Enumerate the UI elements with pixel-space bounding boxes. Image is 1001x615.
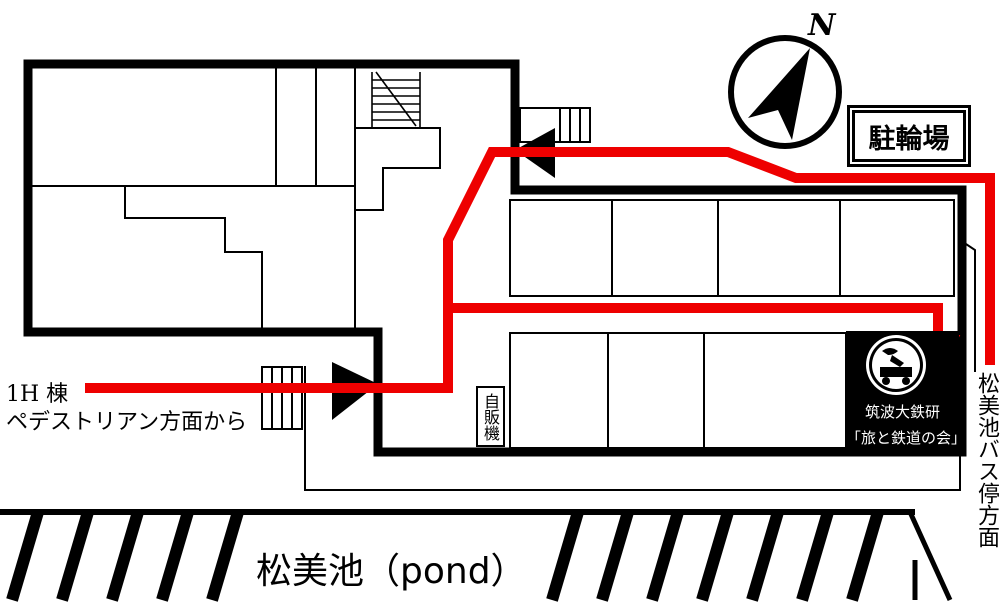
interior-partitions xyxy=(28,64,441,330)
origin-label-direction: ペデストリアン方面から xyxy=(6,410,248,435)
club-name: 筑波大鉄研 xyxy=(864,403,940,421)
club-room: 筑波大鉄研 「旅と鉄道の会」 xyxy=(846,331,967,454)
route xyxy=(85,147,995,393)
club-subtitle: 「旅と鉄道の会」 xyxy=(846,429,967,447)
east-steps xyxy=(519,107,591,143)
pond-label: 松美池（pond） xyxy=(248,546,535,598)
staircase xyxy=(371,71,421,128)
north-label: N xyxy=(808,8,836,43)
bicycle-parking-label: 駐輪場 xyxy=(852,110,966,162)
club-logo-icon xyxy=(866,335,926,395)
west-steps xyxy=(261,366,303,430)
origin-label-building: 1H 棟 xyxy=(6,382,69,407)
north-compass-icon xyxy=(728,35,842,149)
vending-machine-label: 自販機 xyxy=(476,386,505,447)
upper-rooms xyxy=(509,199,955,297)
pond-hatch xyxy=(0,509,953,602)
lower-rooms xyxy=(509,332,847,449)
bus-stop-direction-label: 松美池バス停方面 xyxy=(972,372,1000,582)
